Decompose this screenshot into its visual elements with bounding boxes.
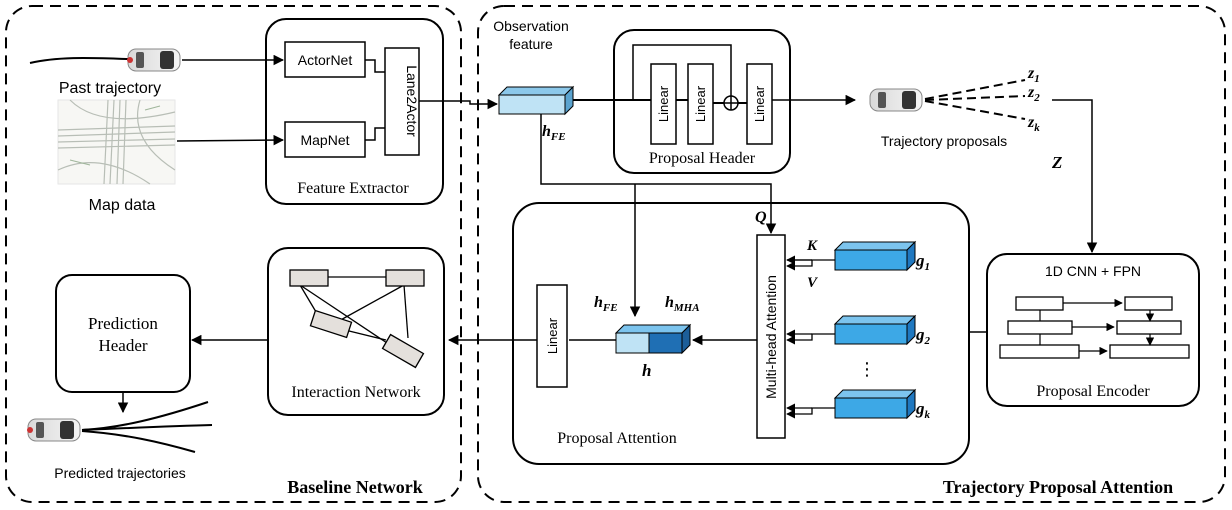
fpn-connectors [1039,298,1155,356]
interaction-network-title: Interaction Network [291,384,420,401]
map-data-image [57,99,176,185]
V-symbol: V [807,275,819,291]
trajectory-proposal-attention-group [477,5,1226,503]
car-icon-proposals [869,88,923,112]
g1-symbol: g1 [915,251,930,273]
proposal-header-linear-2-label: Linear [693,85,708,122]
predicted-trajectories-caption: Predicted trajectories [54,465,186,481]
baseline-network-group [5,5,462,503]
z2-symbol: z2 [1027,84,1040,104]
g1-block [833,240,917,272]
past-trajectory-line [29,56,129,64]
observation-label-line2: feature [509,36,553,52]
gk-block [833,388,917,420]
proposal-encoder-subtitle: 1D CNN + FPN [1045,263,1141,279]
h-fe-symbol: hFE [542,123,566,143]
mapnet-box [284,121,366,158]
prediction-header-line2: Header [98,336,147,355]
h-mha-symbol: hMHA [665,294,700,314]
multi-head-attention-label: Multi-head Attention [763,275,779,399]
Q-symbol: Q [755,209,767,226]
proposal-encoder-title: Proposal Encoder [1036,383,1150,400]
observation-feature-block [497,85,575,116]
multi-head-attention-box [756,234,786,439]
oplus-icon [723,95,739,111]
K-symbol: K [806,238,818,254]
arrow-observation-to-Q [540,114,777,235]
z1-symbol: z1 [1027,65,1040,85]
proposal-header-linear-1 [650,63,677,145]
proposal-header-linear-2 [687,63,714,145]
arrow-lane2actor-to-observation [419,98,499,110]
past-trajectory-label: Past trajectory [59,80,161,97]
h-fe-attention-symbol: hFE [594,294,618,314]
vertical-dots: ⋮ [858,359,876,379]
car-icon-output [27,418,81,442]
car-icon-input [127,48,181,72]
actornet-label: ActorNet [298,52,353,68]
gk-symbol: gk [915,399,931,421]
predicted-trajectory-lines [81,401,213,453]
baseline-network-title: Baseline Network [287,477,422,497]
observation-label-line1: Observation [493,18,568,34]
map-data-label: Map data [89,197,156,214]
actornet-box [284,41,366,78]
g2-symbol: g2 [915,325,931,347]
h-symbol: h [642,361,651,380]
mapnet-label: MapNet [300,132,349,148]
proposal-header-linear-1-label: Linear [656,85,671,122]
prediction-header-box [55,274,191,393]
proposal-fan-lines [924,79,1026,120]
fpn-diagram [999,296,1190,359]
proposal-attention-title: Proposal Attention [557,430,677,447]
connector-mapnet-lane2actor [365,127,385,141]
feature-extractor-title: Feature Extractor [297,180,409,197]
attention-linear-label: Linear [545,317,560,354]
g-to-mha-arrows [786,255,835,419]
prediction-header-line1: Prediction [88,314,158,333]
zk-symbol: zk [1027,114,1040,134]
connector-actornet-lane2actor [365,59,385,73]
interaction-graph [289,269,425,369]
g2-block [833,314,917,346]
lane2actor-box [384,47,420,156]
Z-symbol: Z [1051,153,1062,172]
trajectory-proposal-attention-title: Trajectory Proposal Attention [943,477,1173,497]
attention-linear-box [536,284,568,388]
interaction-network-box [267,247,445,416]
proposal-encoder-box [986,253,1200,407]
arrow-map-to-mapnet [176,134,285,146]
proposal-header-linear-3-label: Linear [752,85,767,122]
lane2actor-label: Lane2Actor [404,65,420,137]
proposal-header-title: Proposal Header [649,150,756,167]
trajectory-proposals-caption: Trajectory proposals [881,133,1007,149]
arrow-proposals-to-encoder [1052,99,1098,254]
h-concat-block [614,323,692,355]
skip-connection [632,44,732,100]
